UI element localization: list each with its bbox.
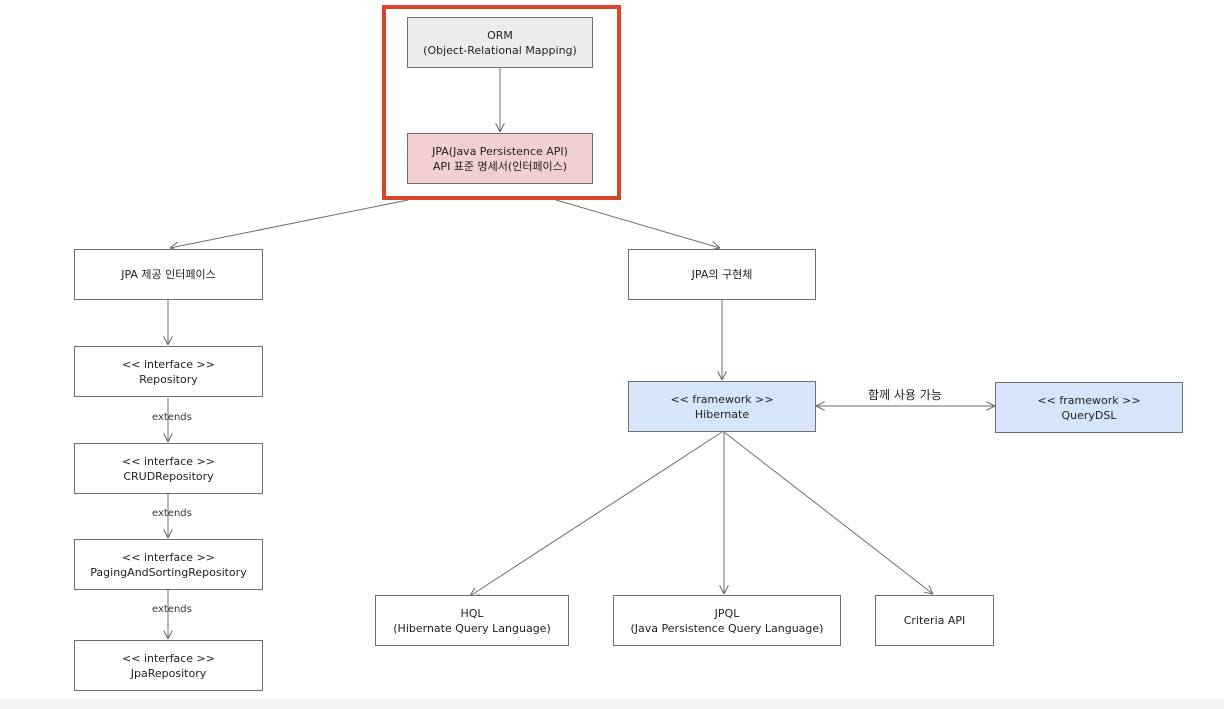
criteria-label: Criteria API xyxy=(903,614,966,627)
jpa-interfaces-label: JPA 제공 인터페이스 xyxy=(121,268,216,281)
edge-hibernate-hql xyxy=(470,431,723,596)
repository-name: Repository xyxy=(139,372,198,386)
repository-node: << interface >> Repository xyxy=(74,346,263,397)
orm-node: ORM (Object-Relational Mapping) xyxy=(407,17,593,68)
hql-node: HQL (Hibernate Query Language) xyxy=(375,595,569,646)
edge-jpa-impl xyxy=(555,199,720,248)
jpql-node: JPQL (Java Persistence Query Language) xyxy=(613,595,841,646)
querydsl-name: QueryDSL xyxy=(1061,408,1117,422)
jpa-impl-label: JPA의 구현체 xyxy=(691,268,753,281)
crud-repository-node: << interface >> CRUDRepository xyxy=(74,443,263,494)
jpql-subtitle: (Java Persistence Query Language) xyxy=(630,621,824,635)
extends-label-1: extends xyxy=(152,412,192,423)
paging-repository-name: PagingAndSortingRepository xyxy=(90,565,247,579)
orm-subtitle: (Object-Relational Mapping) xyxy=(423,43,577,57)
jpa-repository-node: << interface >> JpaRepository xyxy=(74,640,263,691)
hql-title: HQL xyxy=(460,606,484,620)
repository-stereotype: << interface >> xyxy=(122,357,215,371)
highlight-frame xyxy=(382,5,621,200)
crud-repository-stereotype: << interface >> xyxy=(122,454,215,468)
crud-repository-name: CRUDRepository xyxy=(123,469,214,483)
jpa-repository-stereotype: << interface >> xyxy=(122,651,215,665)
hql-subtitle: (Hibernate Query Language) xyxy=(393,621,551,635)
hibernate-name: Hibernate xyxy=(694,407,750,421)
jpa-node: JPA(Java Persistence API) API 표준 명세서(인터페… xyxy=(407,133,593,184)
jpa-repository-name: JpaRepository xyxy=(130,666,207,680)
querydsl-node: << framework >> QueryDSL xyxy=(995,382,1183,433)
edge-jpa-interfaces xyxy=(170,199,409,248)
jpa-title: JPA(Java Persistence API) xyxy=(432,144,568,158)
jpql-title: JPQL xyxy=(714,606,740,620)
together-label: 함께 사용 가능 xyxy=(868,388,942,402)
jpa-interfaces-node: JPA 제공 인터페이스 xyxy=(74,249,263,300)
hibernate-stereotype: << framework >> xyxy=(670,392,774,406)
paging-repository-stereotype: << interface >> xyxy=(122,550,215,564)
jpa-subtitle: API 표준 명세서(인터페이스) xyxy=(432,159,568,173)
orm-title: ORM xyxy=(487,28,513,42)
hibernate-node: << framework >> Hibernate xyxy=(628,381,816,432)
extends-label-2: extends xyxy=(152,508,192,519)
extends-label-3: extends xyxy=(152,604,192,615)
paging-repository-node: << interface >> PagingAndSortingReposito… xyxy=(74,539,263,590)
bottom-strip xyxy=(0,699,1224,709)
querydsl-stereotype: << framework >> xyxy=(1037,393,1141,407)
criteria-node: Criteria API xyxy=(875,595,994,646)
jpa-impl-node: JPA의 구현체 xyxy=(628,249,816,300)
edge-hibernate-criteria xyxy=(723,431,933,594)
